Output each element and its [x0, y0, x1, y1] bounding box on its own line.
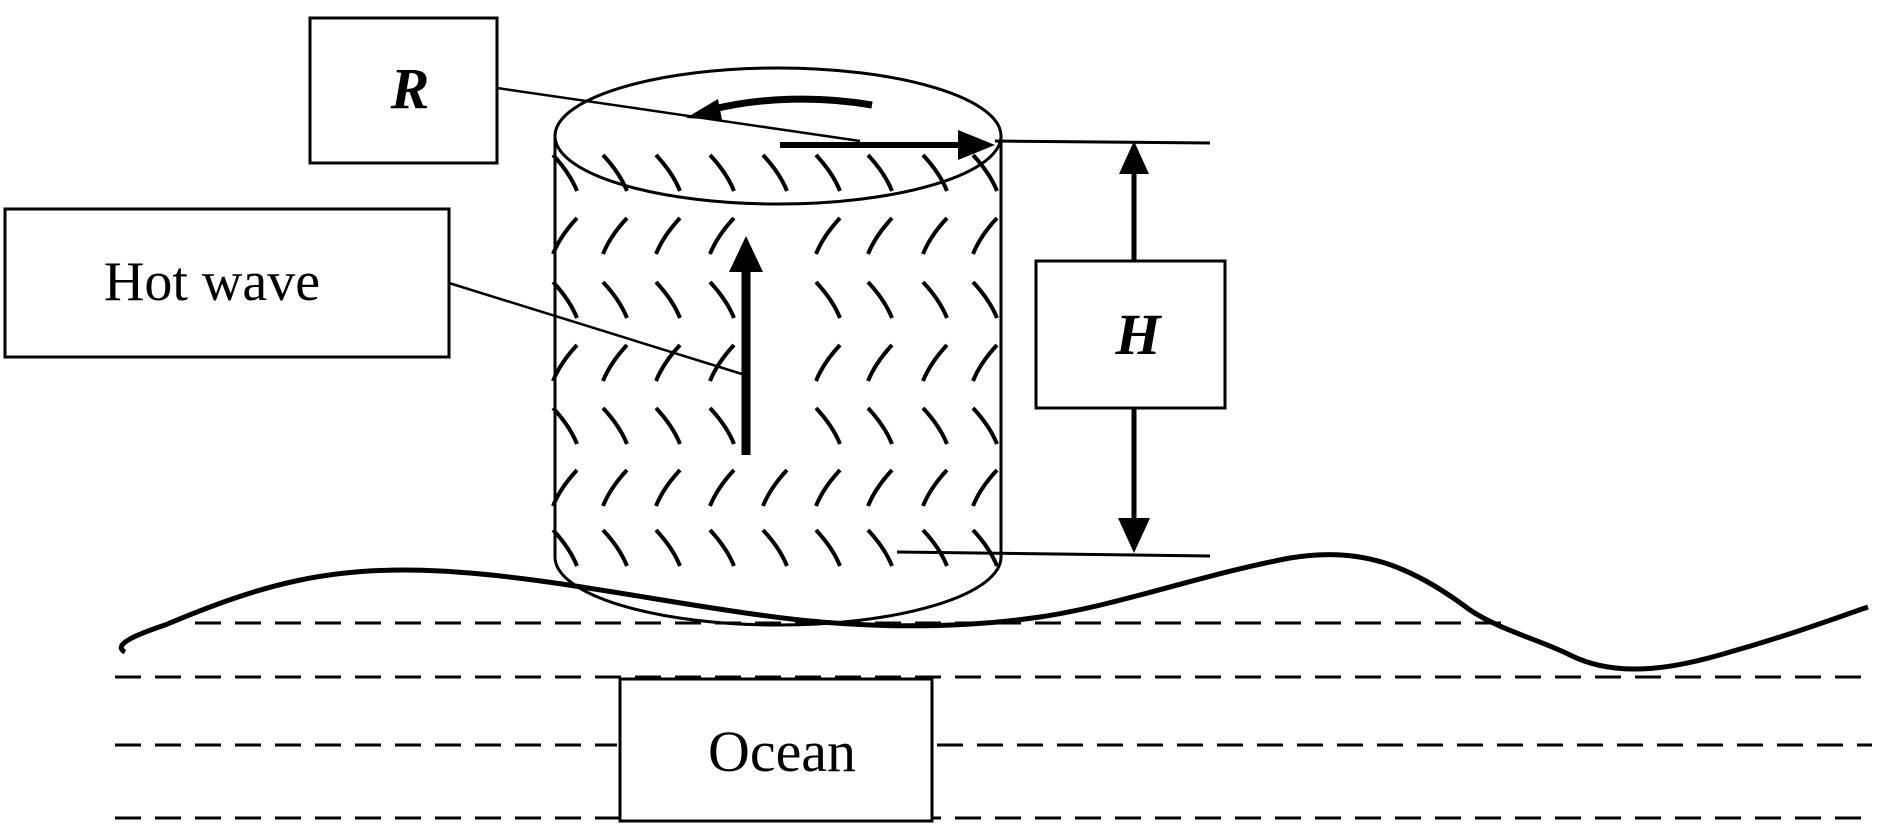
swirl-mark [654, 528, 682, 567]
hot-wave-arrow [729, 236, 763, 455]
rotation-arrow-curve [709, 95, 873, 114]
r-leader-line [496, 86, 861, 143]
swirl-mark [654, 343, 682, 382]
ocean-label: Ocean [708, 719, 856, 784]
swirl-mark [971, 153, 999, 192]
vortex-cylinder [553, 66, 1003, 627]
radius-arrow [780, 130, 995, 160]
swirl-mark [708, 406, 736, 445]
radius-label-box: R [308, 16, 499, 165]
swirl-mark [971, 528, 999, 567]
swirl-mark [814, 528, 842, 567]
swirl-mark [708, 468, 736, 507]
swirl-mark [654, 216, 682, 255]
hot-wave-label-frame [3, 207, 451, 359]
swirl-mark [708, 216, 736, 255]
height-label-box: H [1034, 259, 1227, 410]
swirl-mark [971, 468, 999, 507]
height-dimension [896, 139, 1211, 558]
height-label: H [1114, 302, 1162, 367]
ocean-label-frame [618, 677, 934, 823]
swirl-mark [921, 216, 949, 255]
swirl-mark [708, 343, 736, 382]
swirl-mark [866, 153, 894, 192]
swirl-mark [814, 153, 842, 192]
hot-wave-label: Hot wave [104, 251, 320, 313]
swirl-mark [921, 528, 949, 567]
swirl-mark [708, 280, 736, 319]
swirl-mark [551, 468, 579, 507]
swirl-mark [654, 280, 682, 319]
height-bottom-extension [896, 550, 1211, 558]
swirl-mark [601, 216, 629, 255]
swirl-mark [601, 280, 629, 319]
swirl-mark [921, 153, 949, 192]
hot-wave-label-box: Hot wave [3, 207, 451, 359]
swirl-mark [921, 280, 949, 319]
radius-label-frame [308, 16, 499, 165]
swirl-mark [654, 468, 682, 507]
swirl-mark [654, 406, 682, 445]
swirl-mark [601, 468, 629, 507]
cylinder-bottom-arc [553, 556, 1003, 627]
swirl-mark [761, 153, 789, 192]
swirl-mark [921, 406, 949, 445]
swirl-mark [866, 406, 894, 445]
hot-wave-leader-line [448, 281, 743, 376]
hot-wave-arrow-head [729, 236, 763, 272]
swirl-mark [601, 406, 629, 445]
swirl-mark [814, 406, 842, 445]
swirl-mark [551, 280, 579, 319]
height-top-extension [994, 139, 1211, 145]
swirl-mark [551, 216, 579, 255]
swirl-mark [601, 153, 629, 192]
height-arrow-up-head [1119, 141, 1149, 174]
swirl-mark [708, 153, 736, 192]
swirl-mark [921, 468, 949, 507]
wave-line [118, 551, 1869, 672]
height-arrow-down-head [1118, 518, 1150, 553]
swirl-mark [601, 528, 629, 567]
swirl-mark [971, 406, 999, 445]
ocean-surface-lines [115, 621, 1872, 820]
swirl-mark [601, 343, 629, 382]
rotation-arrow-head [686, 99, 722, 120]
swirl-mark [971, 216, 999, 255]
swirl-mark [814, 216, 842, 255]
swirl-marks [551, 153, 999, 567]
swirl-mark [761, 468, 789, 507]
height-label-frame [1034, 259, 1227, 410]
swirl-mark [814, 343, 842, 382]
swirl-mark [971, 343, 999, 382]
swirl-mark [866, 528, 894, 567]
swirl-mark [814, 468, 842, 507]
swirl-mark [814, 280, 842, 319]
swirl-mark [921, 343, 949, 382]
rotation-arrow [686, 95, 873, 120]
radius-label: R [390, 56, 430, 121]
radius-arrow-head [958, 130, 995, 160]
swirl-mark [551, 343, 579, 382]
swirl-mark [551, 406, 579, 445]
swirl-mark [708, 528, 736, 567]
swirl-mark [866, 343, 894, 382]
ocean-label-box: Ocean [618, 677, 934, 823]
swirl-mark [971, 280, 999, 319]
swirl-mark [866, 216, 894, 255]
swirl-mark [654, 153, 682, 192]
swirl-mark [761, 528, 789, 567]
swirl-mark [551, 528, 579, 567]
swirl-mark [866, 468, 894, 507]
swirl-mark [866, 280, 894, 319]
swirl-mark [551, 153, 579, 192]
